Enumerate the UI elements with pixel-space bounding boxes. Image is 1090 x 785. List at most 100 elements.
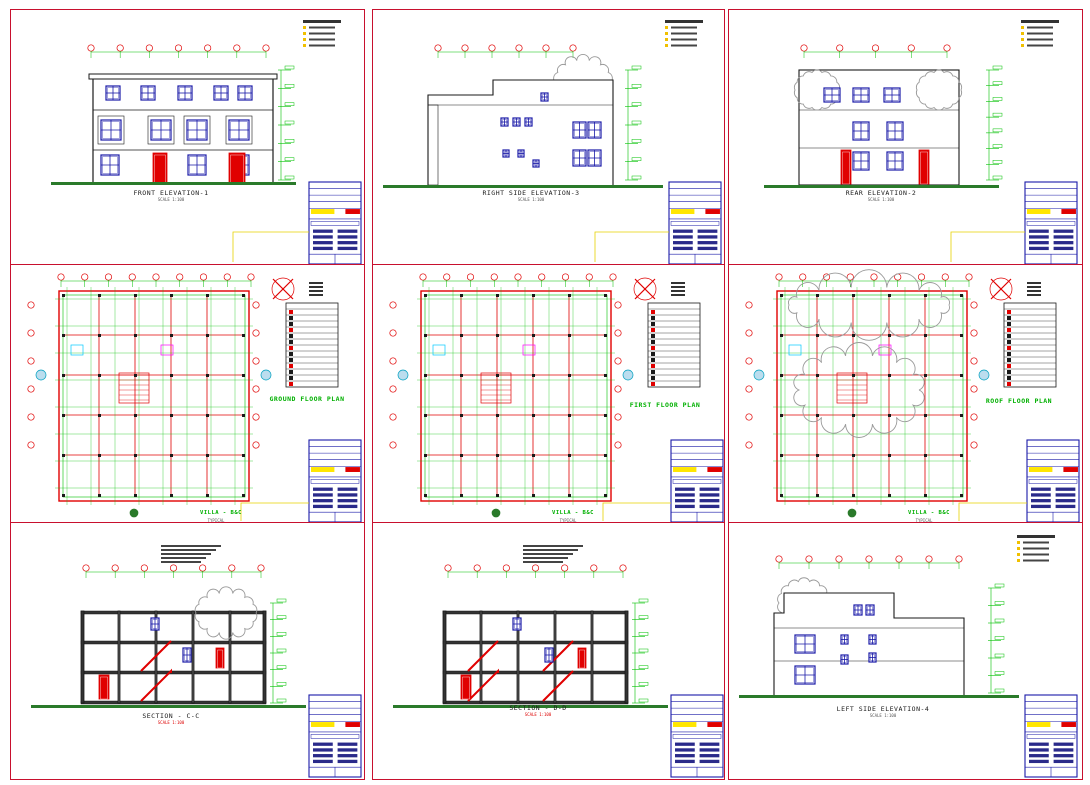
sheet-title: GROUND FLOOR PLAN bbox=[269, 395, 345, 403]
sheet-roof-floor-plan[interactable]: ROOF FLOOR PLAN VILLA - B&C TYPICAL bbox=[728, 264, 1083, 524]
grid-bubble bbox=[585, 273, 593, 281]
column bbox=[496, 454, 499, 457]
section-marker bbox=[622, 369, 634, 381]
grid-bubble bbox=[970, 329, 978, 337]
title-block bbox=[308, 181, 362, 265]
leader-line bbox=[594, 231, 669, 262]
ground-line bbox=[764, 185, 999, 188]
legend-heading bbox=[1021, 20, 1059, 23]
legend-text bbox=[309, 286, 323, 288]
schedule-swatch bbox=[651, 334, 655, 338]
grid-bubble bbox=[247, 273, 255, 281]
column bbox=[242, 454, 245, 457]
section-note bbox=[161, 557, 206, 559]
column bbox=[460, 414, 463, 417]
wall bbox=[191, 610, 195, 704]
column bbox=[98, 454, 101, 457]
grid-bubble bbox=[152, 273, 160, 281]
grid-bubble bbox=[199, 564, 207, 572]
sheet-scale: TYPICAL bbox=[559, 518, 577, 523]
level-tag bbox=[992, 65, 1003, 70]
column bbox=[170, 374, 173, 377]
legend-text bbox=[1023, 541, 1049, 544]
grid-bubble bbox=[389, 385, 397, 393]
column bbox=[816, 294, 819, 297]
bath-fixture bbox=[522, 344, 536, 356]
legend-text bbox=[1027, 290, 1041, 292]
title-text-bar bbox=[337, 241, 358, 245]
grid-bubble bbox=[434, 44, 442, 52]
bath-fixture bbox=[788, 344, 802, 356]
title-text-bar bbox=[697, 241, 718, 245]
sheet-section-cc[interactable]: SECTION - C-C SCALE 1:100 bbox=[10, 522, 365, 780]
title-text-bar bbox=[675, 504, 695, 509]
level-tag bbox=[994, 653, 1005, 658]
sheet-front-elevation[interactable]: FRONT ELEVATION-1 SCALE 1:100 bbox=[10, 9, 365, 267]
title-text-bar bbox=[675, 742, 695, 746]
grid-bubble bbox=[419, 273, 427, 281]
column bbox=[888, 334, 891, 337]
column bbox=[532, 494, 535, 497]
title-text-bar bbox=[675, 748, 695, 752]
sheet-right-elevation[interactable]: RIGHT SIDE ELEVATION-3 SCALE 1:100 bbox=[372, 9, 725, 267]
sheet-left-elevation[interactable]: LEFT SIDE ELEVATION-4 SCALE 1:100 bbox=[728, 522, 1083, 780]
column bbox=[532, 374, 535, 377]
level-tag bbox=[994, 671, 1005, 675]
grid-bubble bbox=[515, 44, 523, 52]
sheet-first-floor-plan[interactable]: FIRST FLOOR PLAN VILLA - B&C TYPICAL bbox=[372, 264, 725, 524]
legend-text bbox=[1027, 282, 1041, 284]
column bbox=[460, 494, 463, 497]
column bbox=[780, 294, 783, 297]
column bbox=[424, 494, 427, 497]
legend-swatch bbox=[303, 44, 306, 47]
column bbox=[852, 454, 855, 457]
column bbox=[134, 294, 137, 297]
column bbox=[460, 294, 463, 297]
revision-cloud bbox=[194, 586, 258, 640]
grid-bubble bbox=[907, 44, 915, 52]
column bbox=[98, 414, 101, 417]
revision-cloud bbox=[793, 69, 841, 111]
level-tag bbox=[638, 632, 649, 636]
sheet-ground-floor-plan[interactable]: GROUND FLOOR PLAN VILLA - B&C TYPICAL bbox=[10, 264, 365, 524]
column bbox=[62, 494, 65, 497]
section-marker bbox=[397, 369, 409, 381]
level-tag bbox=[276, 598, 287, 603]
legend-text bbox=[671, 286, 685, 288]
grid-bubble bbox=[941, 273, 949, 281]
section-note bbox=[161, 561, 201, 563]
title-text-bar bbox=[337, 504, 358, 509]
column bbox=[852, 294, 855, 297]
grid-bubble bbox=[223, 273, 231, 281]
schedule-swatch bbox=[1007, 322, 1011, 326]
grid-bubble bbox=[970, 413, 978, 421]
title-text-bar bbox=[699, 487, 720, 491]
column bbox=[134, 374, 137, 377]
grid-bubble bbox=[389, 329, 397, 337]
section-note bbox=[523, 549, 578, 551]
sheet-subtitle: VILLA - B&C bbox=[200, 510, 242, 516]
grid-bubble bbox=[835, 555, 843, 563]
title-text-bar bbox=[313, 229, 333, 233]
column bbox=[460, 334, 463, 337]
sheet-rear-elevation[interactable]: REAR ELEVATION-2 SCALE 1:100 bbox=[728, 9, 1083, 267]
schedule-swatch bbox=[651, 346, 655, 350]
floor-slab bbox=[442, 670, 629, 675]
column bbox=[960, 294, 963, 297]
grid-bubble bbox=[970, 357, 978, 365]
bath-fixture bbox=[70, 344, 84, 356]
schedule-swatch bbox=[1007, 376, 1011, 380]
level-tag bbox=[992, 81, 1003, 85]
schedule-swatch bbox=[289, 316, 293, 320]
wall bbox=[624, 610, 629, 704]
floor-slab bbox=[80, 610, 267, 615]
column bbox=[960, 374, 963, 377]
column bbox=[242, 414, 245, 417]
schedule-swatch bbox=[1007, 346, 1011, 350]
ground-line bbox=[383, 185, 663, 188]
legend-swatch bbox=[665, 44, 668, 47]
sheet-scale: TYPICAL bbox=[207, 518, 225, 523]
sheet-section-dd[interactable]: SECTION - D-D SCALE 1:100 bbox=[372, 522, 725, 780]
grid-bubble bbox=[104, 273, 113, 281]
grid-bubble bbox=[252, 413, 260, 421]
